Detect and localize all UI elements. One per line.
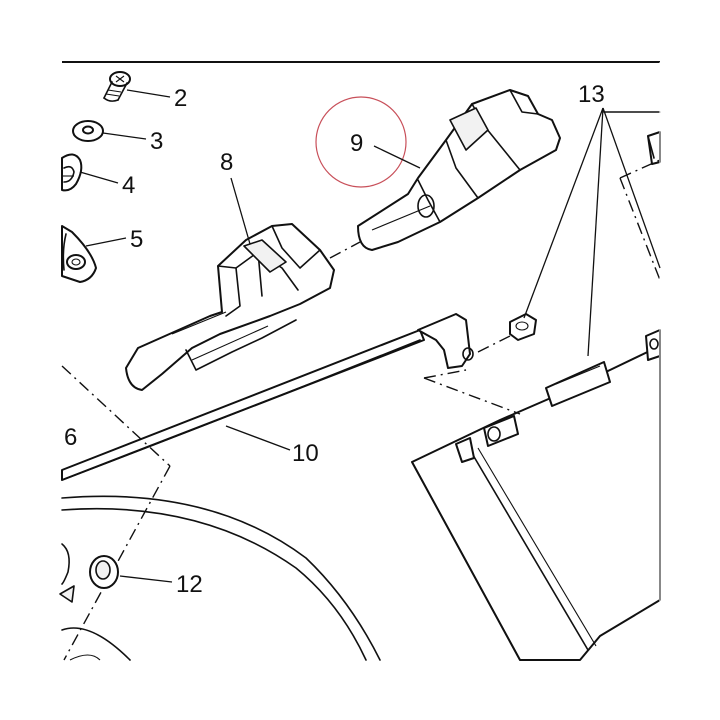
leader-4 <box>79 171 119 184</box>
leader-10 <box>225 425 291 451</box>
callout-2: 2 <box>174 85 187 112</box>
part-10-brace <box>61 313 474 481</box>
part-13-upper-housing <box>603 111 661 165</box>
callout-6: 6 <box>64 424 77 451</box>
callout-8: 8 <box>220 149 233 176</box>
callout-labels: 2 3 4 5 6 8 9 10 12 13 <box>64 81 605 598</box>
callout-9: 9 <box>350 130 363 157</box>
assembly-line-brace-housing-b <box>423 377 521 415</box>
assembly-line-8-9 <box>329 241 361 259</box>
leader-9 <box>373 145 421 169</box>
leader-5 <box>85 237 127 247</box>
part-13-screw <box>509 313 537 341</box>
callout-13: 13 <box>578 81 605 108</box>
part-12-grommet <box>89 555 119 589</box>
assembly-line-10-screw <box>477 335 511 353</box>
leader-13-b <box>587 107 604 357</box>
leader-8 <box>230 177 251 245</box>
leader-13-c <box>602 107 661 269</box>
part-2-screw <box>103 71 131 102</box>
part-13-housing <box>411 329 661 661</box>
part-4-grommet <box>61 153 83 192</box>
assembly-line-brace-housing <box>423 369 467 379</box>
leader-3 <box>102 132 147 140</box>
part-8-cover <box>125 223 335 391</box>
callout-10: 10 <box>292 440 319 467</box>
leader-12 <box>119 575 173 583</box>
part-9-cover <box>357 89 561 251</box>
callout-5: 5 <box>130 226 143 253</box>
callout-12: 12 <box>176 571 203 598</box>
assembly-line-13-upper <box>619 177 661 281</box>
lower-left-body <box>59 495 381 661</box>
leader-lines <box>79 89 661 583</box>
leader-13-a <box>523 107 604 319</box>
part-3-washer <box>72 120 104 142</box>
callout-3: 3 <box>150 128 163 155</box>
callout-4: 4 <box>122 172 135 199</box>
highlight-circle <box>315 96 407 188</box>
part-5-bracket <box>61 225 97 283</box>
assembly-line-6 <box>61 365 171 467</box>
assembly-line-6-b <box>63 465 171 661</box>
leader-2 <box>126 89 171 98</box>
